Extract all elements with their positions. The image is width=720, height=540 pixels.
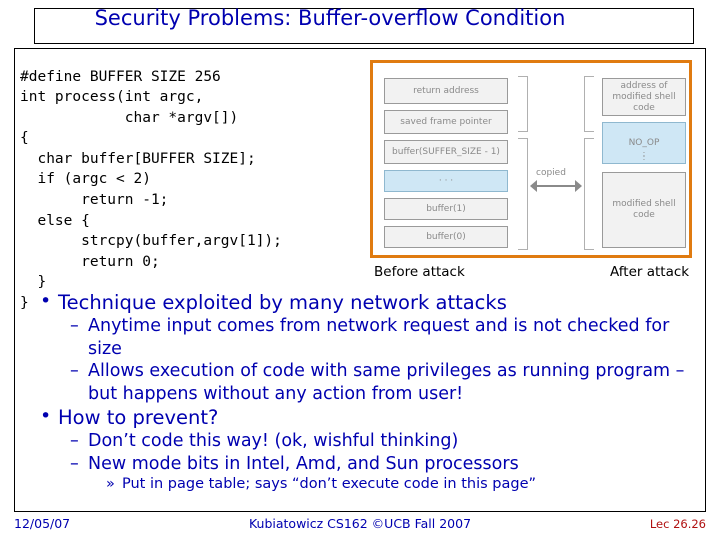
copied-arrow-head-right [575, 180, 582, 192]
after-bracket-bottom [584, 138, 594, 250]
before-box-return-address: return address [384, 78, 508, 104]
buffer-overflow-diagram: return address saved frame pointer buffe… [370, 60, 692, 258]
caption-before-attack: Before attack [374, 264, 465, 280]
before-box-buffer-0: buffer(0) [384, 226, 508, 248]
copied-arrow [534, 185, 576, 187]
before-box-buffer-last: buffer(SUFFER_SIZE - 1) [384, 140, 508, 164]
bullet-1: Technique exploited by many network atta… [38, 289, 694, 315]
after-box-modified-shell-code: modified shell code [602, 172, 686, 248]
caption-after-attack: After attack [610, 264, 690, 280]
title-box [34, 8, 694, 44]
before-box-buffer-1: buffer(1) [384, 198, 508, 220]
before-ellipsis: · · · [438, 176, 454, 186]
bullet-5: Don’t code this way! (ok, wishful thinki… [70, 430, 694, 453]
copied-label: copied [536, 168, 566, 178]
bullet-4: How to prevent? [38, 404, 694, 430]
after-vertical-dots: :: [642, 149, 646, 162]
after-bracket-top [584, 76, 594, 132]
footer-date: 12/05/07 [14, 516, 71, 531]
footer-page-number: Lec 26.26 [649, 517, 706, 531]
copied-arrow-head-left [530, 180, 537, 192]
footer-center-text: Kubiatowicz CS162 ©UCB Fall 2007 [248, 516, 472, 531]
before-box-ellipsis-row: · · · [384, 170, 508, 192]
bullet-2: Anytime input comes from network request… [70, 315, 694, 360]
diagram-highlight-frame [370, 60, 692, 258]
page-title: Security Problems: Buffer-overflow Condi… [94, 6, 566, 30]
before-bracket-bottom [518, 138, 528, 250]
before-box-saved-frame-pointer: saved frame pointer [384, 110, 508, 134]
after-box-no-op: NO_OP [602, 122, 686, 164]
before-bracket-top [518, 76, 528, 132]
bullet-7: Put in page table; says “don’t execute c… [106, 475, 694, 494]
code-block: #define BUFFER SIZE 256 int process(int … [20, 68, 282, 312]
bullet-6: New mode bits in Intel, Amd, and Sun pro… [70, 453, 694, 476]
bullet-3: Allows execution of code with same privi… [70, 360, 694, 405]
after-box-address-of-shell-code: address of modified shell code [602, 78, 686, 116]
bullet-list: Technique exploited by many network atta… [22, 289, 694, 494]
